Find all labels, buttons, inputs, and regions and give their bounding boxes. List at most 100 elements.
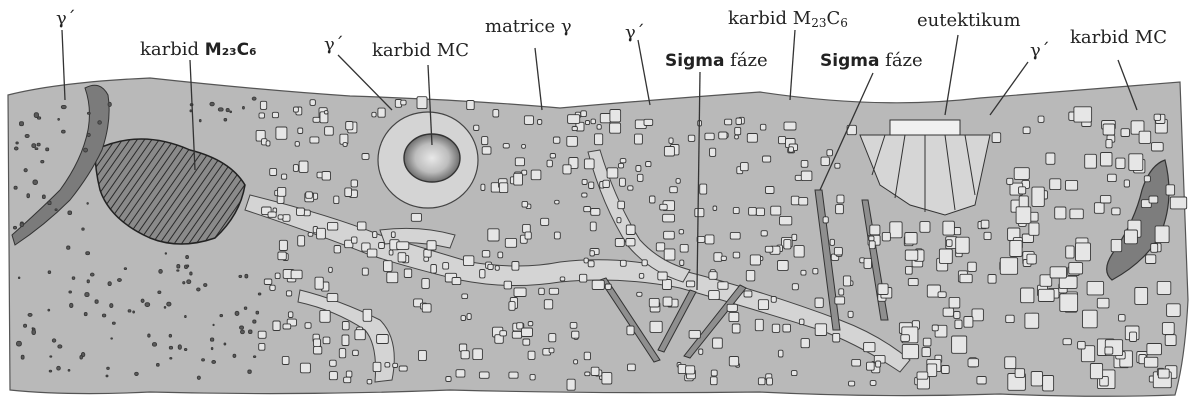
gamma-prime-particle xyxy=(295,142,299,147)
gamma-prime-particle xyxy=(384,261,393,272)
gamma-prime-particle xyxy=(244,307,247,310)
gamma-prime-particle xyxy=(86,252,90,255)
gamma-prime-particle xyxy=(324,111,328,114)
gamma-prime-particle xyxy=(710,148,716,156)
gamma-prime-particle xyxy=(282,356,289,364)
gamma-prime-particle xyxy=(34,113,38,118)
gamma-prime-particle xyxy=(282,174,287,179)
gamma-prime-particle xyxy=(572,127,577,131)
gamma-prime-particle xyxy=(512,262,519,271)
gamma-prime-particle xyxy=(719,132,727,139)
gamma-prime-particle xyxy=(1015,369,1025,378)
gamma-prime-particle xyxy=(686,281,694,287)
gamma-prime-particle xyxy=(870,381,876,386)
gamma-prime-particle xyxy=(334,246,341,253)
gamma-prime-particle xyxy=(248,370,252,373)
gamma-prime-particle xyxy=(514,288,526,297)
gamma-prime-particle xyxy=(635,134,643,144)
gamma-prime-particle xyxy=(589,182,594,188)
gamma-prime-particle xyxy=(327,294,338,302)
gamma-prime-particle xyxy=(711,377,718,385)
gamma-prime-particle xyxy=(729,357,738,366)
gamma-prime-particle xyxy=(343,143,347,147)
gamma-prime-particle xyxy=(1111,239,1122,251)
gamma-prime-particle xyxy=(61,105,66,108)
gamma-prime-particle xyxy=(522,201,528,207)
gamma-prime-particle xyxy=(170,357,172,359)
gamma-prime-particle xyxy=(1029,223,1039,235)
gamma-prime-particle xyxy=(721,256,726,260)
gamma-prime-particle xyxy=(946,240,952,247)
gamma-prime-particle xyxy=(481,184,485,190)
label-carbide-mc-right: karbid MC xyxy=(1070,27,1167,48)
gamma-prime-particle xyxy=(357,222,366,230)
gamma-prime-particle xyxy=(495,266,499,271)
gamma-prime-particle xyxy=(597,125,601,130)
gamma-prime-particle xyxy=(1066,246,1074,258)
gamma-prime-particle xyxy=(16,142,18,144)
gamma-prime-particle xyxy=(362,154,369,160)
gamma-prime-particle xyxy=(141,299,144,302)
gamma-prime-particle xyxy=(815,324,826,336)
gamma-prime-particle xyxy=(13,226,16,229)
label-carbide-mc-center: karbid MC xyxy=(372,40,469,61)
gamma-prime-particle xyxy=(827,150,833,156)
gamma-prime-particle xyxy=(765,246,773,252)
label-sigma-2-word: Sigma xyxy=(820,51,879,71)
gamma-prime-particle xyxy=(732,324,740,333)
gamma-prime-particle xyxy=(488,264,493,269)
gamma-prime-particle xyxy=(297,208,305,215)
gamma-prime-particle xyxy=(345,188,352,197)
gamma-prime-particle xyxy=(422,304,431,312)
gamma-prime-particle xyxy=(705,133,714,140)
gamma-prime-particle xyxy=(48,309,50,311)
gamma-prime-particle xyxy=(514,173,523,185)
gamma-prime-particle xyxy=(1130,332,1137,341)
label-m23c6-right-mid: C xyxy=(826,8,840,29)
gamma-prime-particle xyxy=(656,243,664,251)
gamma-prime-particle xyxy=(620,260,626,266)
gamma-prime-particle xyxy=(744,291,752,297)
gamma-prime-particle xyxy=(218,108,223,111)
gamma-prime-particle xyxy=(1066,180,1078,190)
gamma-prime-particle xyxy=(567,379,575,390)
gamma-prime-particle xyxy=(1010,241,1022,257)
gamma-prime-particle xyxy=(588,261,594,267)
gamma-prime-particle xyxy=(210,102,214,106)
gamma-prime-particle xyxy=(725,119,732,125)
gamma-prime-particle xyxy=(264,279,272,285)
gamma-prime-particle xyxy=(391,232,395,238)
gamma-prime-particle xyxy=(523,339,530,345)
label-m23c6-right-sub1: 23 xyxy=(811,16,826,30)
gamma-prime-particle xyxy=(111,338,113,339)
gamma-prime-particle xyxy=(197,376,200,379)
gamma-prime-particle xyxy=(1074,107,1092,122)
gamma-prime-particle xyxy=(960,274,972,282)
gamma-prime-particle xyxy=(204,284,207,287)
gamma-prime-particle xyxy=(581,111,587,117)
gamma-prime-particle xyxy=(658,272,667,280)
gamma-prime-particle xyxy=(14,147,18,150)
gamma-prime-particle xyxy=(58,345,62,348)
gamma-prime-particle xyxy=(830,239,834,245)
gamma-prime-particle xyxy=(1166,185,1175,195)
gamma-prime-particle xyxy=(479,372,489,378)
gamma-prime-particle xyxy=(1027,254,1036,264)
gamma-prime-particle xyxy=(1055,207,1066,219)
gamma-prime-particle xyxy=(837,195,844,203)
gamma-prime-particle xyxy=(372,112,376,117)
gamma-prime-particle xyxy=(329,372,337,380)
gamma-prime-particle xyxy=(522,144,526,148)
gamma-prime-particle xyxy=(235,311,239,315)
gamma-prime-particle xyxy=(334,196,339,204)
gamma-prime-particle xyxy=(901,335,910,342)
gamma-prime-particle xyxy=(224,119,227,122)
gamma-prime-particle xyxy=(908,279,918,286)
gamma-prime-particle xyxy=(642,260,647,266)
label-matrix-gamma: matrice γ xyxy=(485,16,572,37)
gamma-prime-particle xyxy=(226,109,229,112)
gamma-prime-particle xyxy=(293,165,298,172)
gamma-prime-particle xyxy=(650,196,656,203)
label-sigma-phase-1: Sigma fáze xyxy=(665,50,768,71)
gamma-prime-particle xyxy=(783,324,791,332)
